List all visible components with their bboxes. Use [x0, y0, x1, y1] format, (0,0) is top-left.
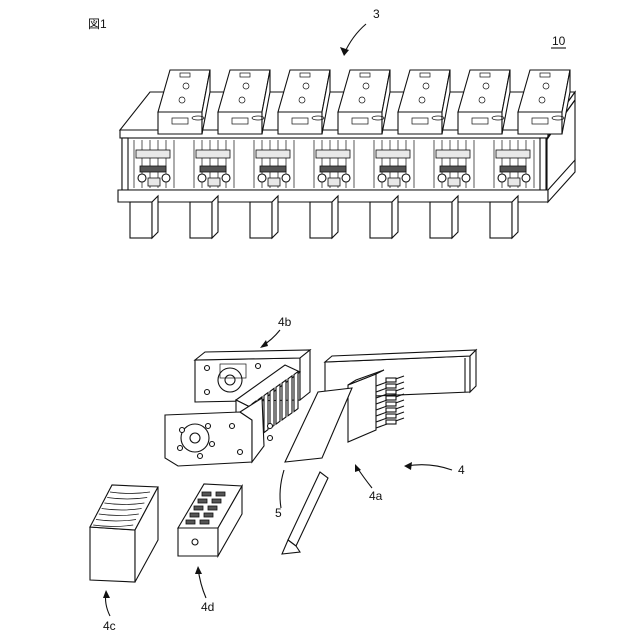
connector-4a	[348, 370, 404, 442]
front-plate	[165, 398, 273, 466]
foot	[130, 202, 152, 238]
battery-assembly	[118, 70, 575, 238]
foot	[310, 202, 332, 238]
label-5: 5	[275, 506, 282, 520]
label-4b: 4b	[278, 315, 292, 329]
module	[398, 70, 450, 134]
module	[158, 70, 210, 134]
label-4d: 4d	[201, 600, 214, 614]
bottom-deck	[118, 190, 548, 202]
exploded-view	[90, 350, 476, 582]
module	[518, 70, 570, 134]
label-10: 10	[552, 34, 566, 48]
foot	[250, 202, 272, 238]
label-4: 4	[458, 463, 465, 477]
label-4a: 4a	[369, 489, 383, 503]
module	[278, 70, 330, 134]
block-4c	[90, 485, 158, 582]
label-3: 3	[373, 7, 380, 21]
foot	[190, 202, 212, 238]
angle-piece	[282, 472, 328, 554]
label-4c: 4c	[103, 619, 116, 633]
module	[458, 70, 510, 134]
figure-title: 図1	[88, 17, 107, 31]
module	[218, 70, 270, 134]
foot	[430, 202, 452, 238]
block-4d	[178, 484, 242, 556]
foot	[490, 202, 512, 238]
module	[338, 70, 390, 134]
foot	[370, 202, 392, 238]
